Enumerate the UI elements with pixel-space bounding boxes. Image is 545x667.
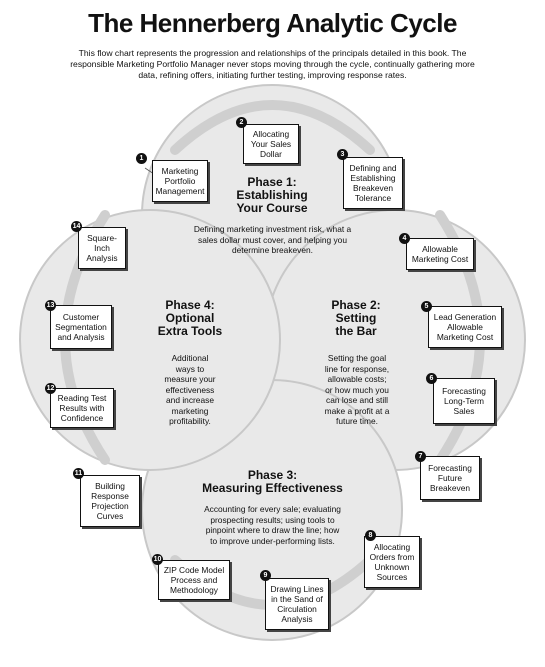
step-box-4: Allowable Marketing Cost — [406, 238, 474, 270]
step-box-3: Defining and Establishing Breakeven Tole… — [343, 157, 403, 209]
step-box-8: Allocating Orders from Unknown Sources — [364, 536, 420, 588]
step-box-11: Building Response Projection Curves — [80, 475, 140, 527]
phase-1-title: Phase 1: Establishing Your Course — [236, 175, 308, 215]
step-number-2: 2 — [236, 117, 247, 128]
step-number-4: 4 — [399, 233, 410, 244]
step-number-1: 1 — [136, 153, 147, 164]
cycle-arrow-1 — [170, 100, 375, 155]
step-box-14: Square- Inch Analysis — [78, 227, 126, 269]
step-number-10: 10 — [152, 554, 163, 565]
step-number-9: 9 — [260, 570, 271, 581]
step-box-10: ZIP Code Model Process and Methodology — [158, 560, 230, 600]
step-number-7: 7 — [415, 451, 426, 462]
page-subtitle: This flow chart represents the progressi… — [70, 48, 475, 80]
phase-1-desc: Defining marketing investment risk, what… — [193, 224, 352, 255]
phase-3-title: Phase 3: Measuring Effectiveness — [202, 468, 343, 495]
phase-4-desc: Additional ways to measure your effectiv… — [164, 353, 216, 426]
page-title: The Hennerberg Analytic Cycle — [88, 8, 457, 38]
step-box-12: Reading Test Results with Confidence — [50, 388, 114, 428]
step-box-9: Drawing Lines in the Sand of Circulation… — [265, 578, 329, 630]
step-number-12: 12 — [45, 383, 56, 394]
phase-4-title: Phase 4: Optional Extra Tools — [157, 298, 223, 338]
step-box-6: Forecasting Long-Term Sales — [433, 378, 495, 424]
step-number-11: 11 — [73, 468, 84, 479]
phase-2-title: Phase 2: Setting the Bar — [331, 298, 381, 338]
step-number-8: 8 — [365, 530, 376, 541]
step-number-3: 3 — [337, 149, 348, 160]
phase-2-desc: Setting the goal line for response, allo… — [324, 353, 390, 426]
step-number-14: 14 — [71, 221, 82, 232]
step-number-5: 5 — [421, 301, 432, 312]
step-box-1: Marketing Portfolio Management — [152, 160, 208, 202]
step-box-13: Customer Segmentation and Analysis — [50, 305, 112, 349]
step-number-6: 6 — [426, 373, 437, 384]
step-number-13: 13 — [45, 300, 56, 311]
phase-3-desc: Accounting for every sale; evaluating pr… — [204, 504, 341, 546]
step-box-7: Forecasting Future Breakeven — [420, 456, 480, 500]
step-box-5: Lead Generation Allowable Marketing Cost — [428, 306, 502, 348]
step-box-2: Allocating Your Sales Dollar — [243, 124, 299, 164]
